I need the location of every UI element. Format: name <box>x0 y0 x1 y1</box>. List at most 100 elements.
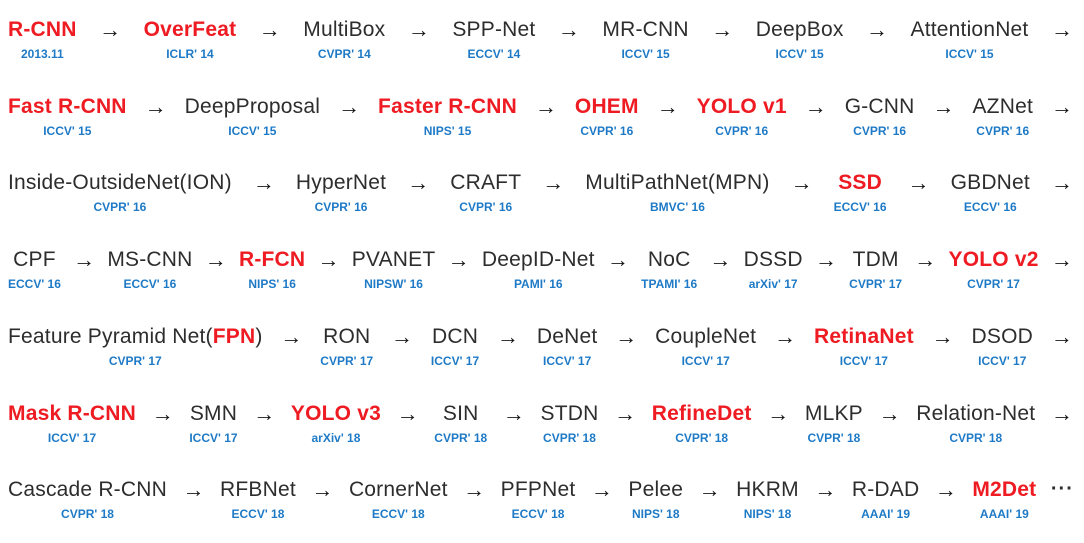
venue-label: ICCV' 17 <box>543 353 592 368</box>
model-name: OHEM <box>575 94 639 119</box>
model-name-segment: G-CNN <box>844 94 915 118</box>
model-name: DSSD <box>744 247 803 272</box>
arrow-icon: → <box>614 400 637 426</box>
model-name-segment: RetinaNet <box>813 324 914 348</box>
arrow-icon: → <box>253 400 276 426</box>
arrow-icon: → <box>774 323 797 349</box>
model-name-segment: RON <box>323 324 371 348</box>
model-name: HKRM <box>736 477 799 502</box>
model-item: SIN CVPR' 18 <box>434 401 487 445</box>
model-name: CPF <box>13 247 56 272</box>
venue-label: ECCV' 16 <box>833 200 887 215</box>
venue-label: ECCV' 18 <box>511 507 565 522</box>
model-name: PFPNet <box>501 477 576 502</box>
venue-label: PAMI' 16 <box>513 277 563 292</box>
model-name: SIN <box>443 401 479 426</box>
venue-label: CVPR' 16 <box>459 200 513 215</box>
model-name-segment: Pelee <box>628 478 684 502</box>
venue-label: ECCV' 14 <box>467 47 521 61</box>
venue-label: CVPR' 16 <box>976 123 1030 138</box>
model-name: DeNet <box>537 324 598 349</box>
model-name-segment: FPN <box>212 324 256 348</box>
arrow-icon: → <box>144 93 167 119</box>
model-name: MR-CNN <box>602 17 688 42</box>
model-name: DCN <box>432 324 478 349</box>
arrow-icon: → <box>557 17 580 42</box>
model-name: MultiPathNet(MPN) <box>585 170 769 195</box>
arrow-icon: → <box>502 400 525 426</box>
arrow-icon: → <box>1051 170 1073 196</box>
arrow-icon: → <box>790 170 813 196</box>
model-name: RON <box>323 324 370 349</box>
model-name: HyperNet <box>296 170 386 195</box>
model-name: OverFeat <box>144 17 237 42</box>
model-name-segment: YOLO v2 <box>948 248 1039 272</box>
model-name: NoC <box>648 247 691 272</box>
venue-label: ICCV' 15 <box>228 123 277 138</box>
arrow-icon: → <box>338 93 361 119</box>
arrow-icon: → <box>711 17 734 42</box>
model-name: YOLO v1 <box>697 94 787 119</box>
arrow-icon: → <box>615 323 638 349</box>
arrow-icon: → <box>698 477 721 503</box>
venue-label: CVPR' 18 <box>434 430 488 445</box>
arrow-icon: → <box>1050 247 1073 273</box>
arrow-icon: → <box>73 247 96 273</box>
venue-label: ICCV' 17 <box>681 353 730 368</box>
model-name: Inside-OutsideNet(ION) <box>8 170 232 195</box>
arrow-icon: → <box>914 247 937 273</box>
venue-label: CVPR' 17 <box>849 277 903 292</box>
model-name-segment: ) <box>255 324 263 348</box>
model-name: R-FCN <box>239 247 305 272</box>
model-name: RetinaNet <box>814 324 914 349</box>
venue-label: AAAI' 19 <box>979 507 1029 522</box>
venue-label: ICLR' 14 <box>166 47 214 61</box>
model-name-segment: Mask R-CNN <box>8 401 137 425</box>
model-name-segment: CornerNet <box>348 478 448 502</box>
model-name-segment: MultiPathNet(MPN) <box>585 171 770 195</box>
venue-label: CVPR' 16 <box>580 123 634 138</box>
model-name-segment: DeepProposal <box>184 94 321 118</box>
arrow-icon: → <box>590 477 613 503</box>
arrow-icon: → <box>317 247 340 273</box>
model-name: DeepBox <box>756 17 844 42</box>
venue-label: CVPR' 18 <box>61 507 114 522</box>
venue-label: ICCV' 15 <box>621 47 670 61</box>
venue-label: NIPS' 18 <box>743 507 792 522</box>
model-item: DSSD arXiv' 17 <box>744 247 803 291</box>
arrow-icon: → <box>1050 17 1073 42</box>
model-name-segment: SIN <box>442 401 479 425</box>
model-name-segment: R-CNN <box>8 18 77 41</box>
venue-label: CVPR' 18 <box>949 430 1003 445</box>
model-name-segment: TDM <box>852 248 899 272</box>
model-name: MLKP <box>805 401 863 426</box>
arrow-icon: → <box>311 477 334 503</box>
model-name-segment: SMN <box>189 401 238 425</box>
model-name: AZNet <box>972 94 1033 119</box>
venue-label: NIPS' 16 <box>248 277 296 292</box>
model-name: DeepProposal <box>185 94 321 119</box>
arrow-icon: → <box>151 400 174 426</box>
venue-label: arXiv' 17 <box>748 277 798 292</box>
